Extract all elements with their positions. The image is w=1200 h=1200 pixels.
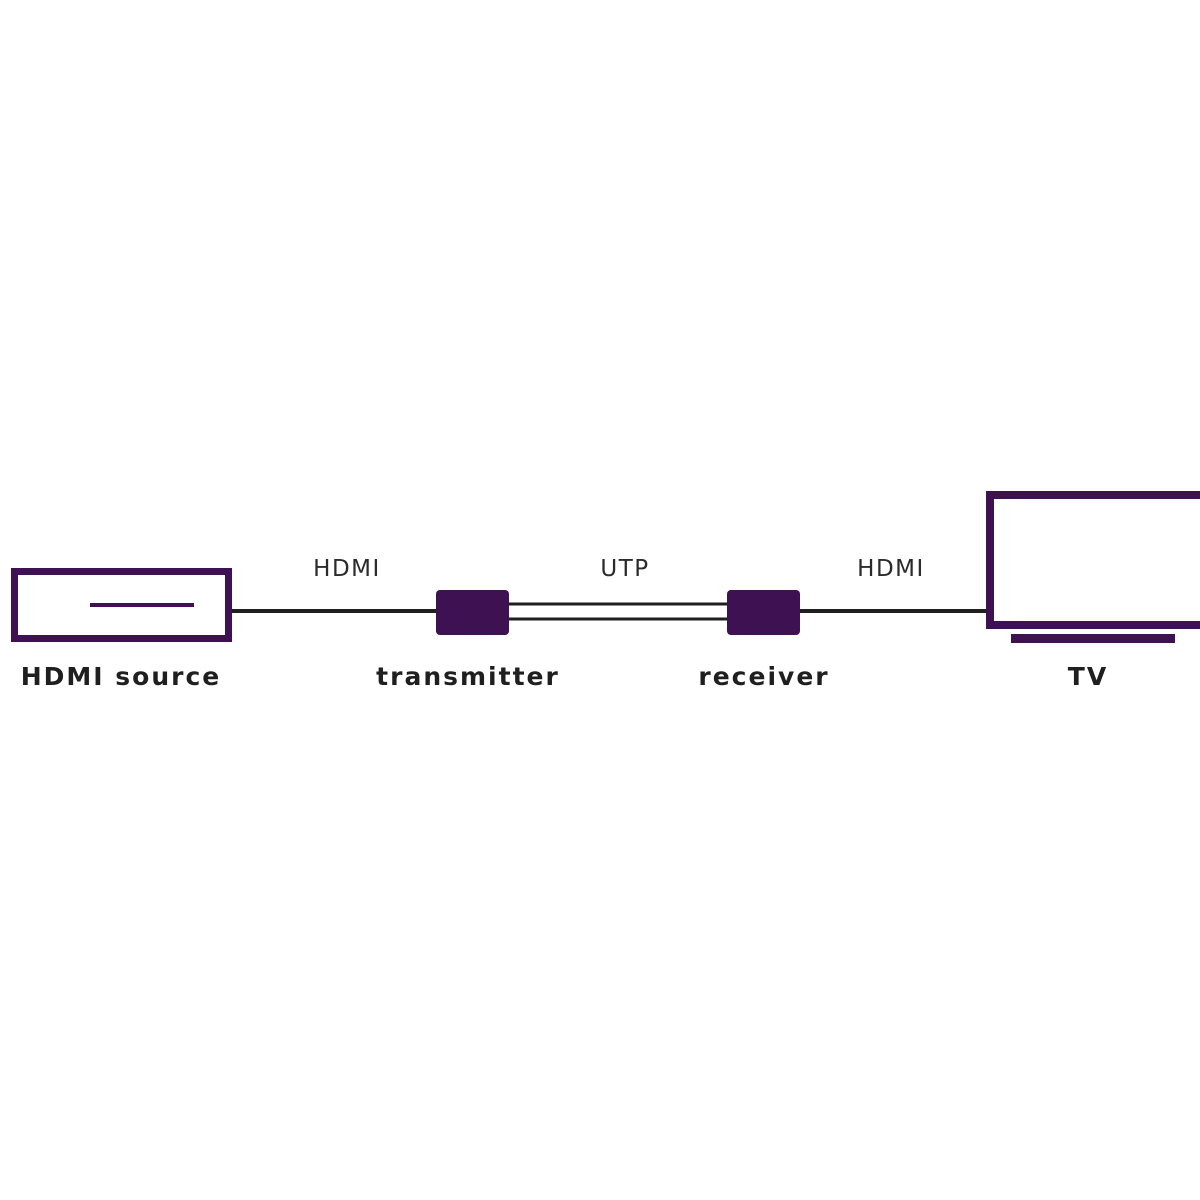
transmitter-box-icon [436, 590, 509, 635]
cable-label-hdmi-out: HDMI [857, 556, 925, 582]
cable-label-hdmi-in: HDMI [313, 556, 381, 582]
set-top-box-icon [11, 568, 232, 642]
tv-icon [986, 491, 1200, 643]
cable-label-utp: UTP [600, 556, 650, 582]
device-label-tv: TV [1067, 662, 1109, 691]
receiver-box-icon [727, 590, 800, 635]
utp-cable [506, 602, 730, 621]
tv-screen [986, 491, 1200, 629]
device-label-transmitter: transmitter [376, 662, 560, 691]
tv-stand [1011, 634, 1175, 643]
device-label-receiver: receiver [698, 662, 830, 691]
device-label-hdmi-source: HDMI source [20, 662, 222, 691]
